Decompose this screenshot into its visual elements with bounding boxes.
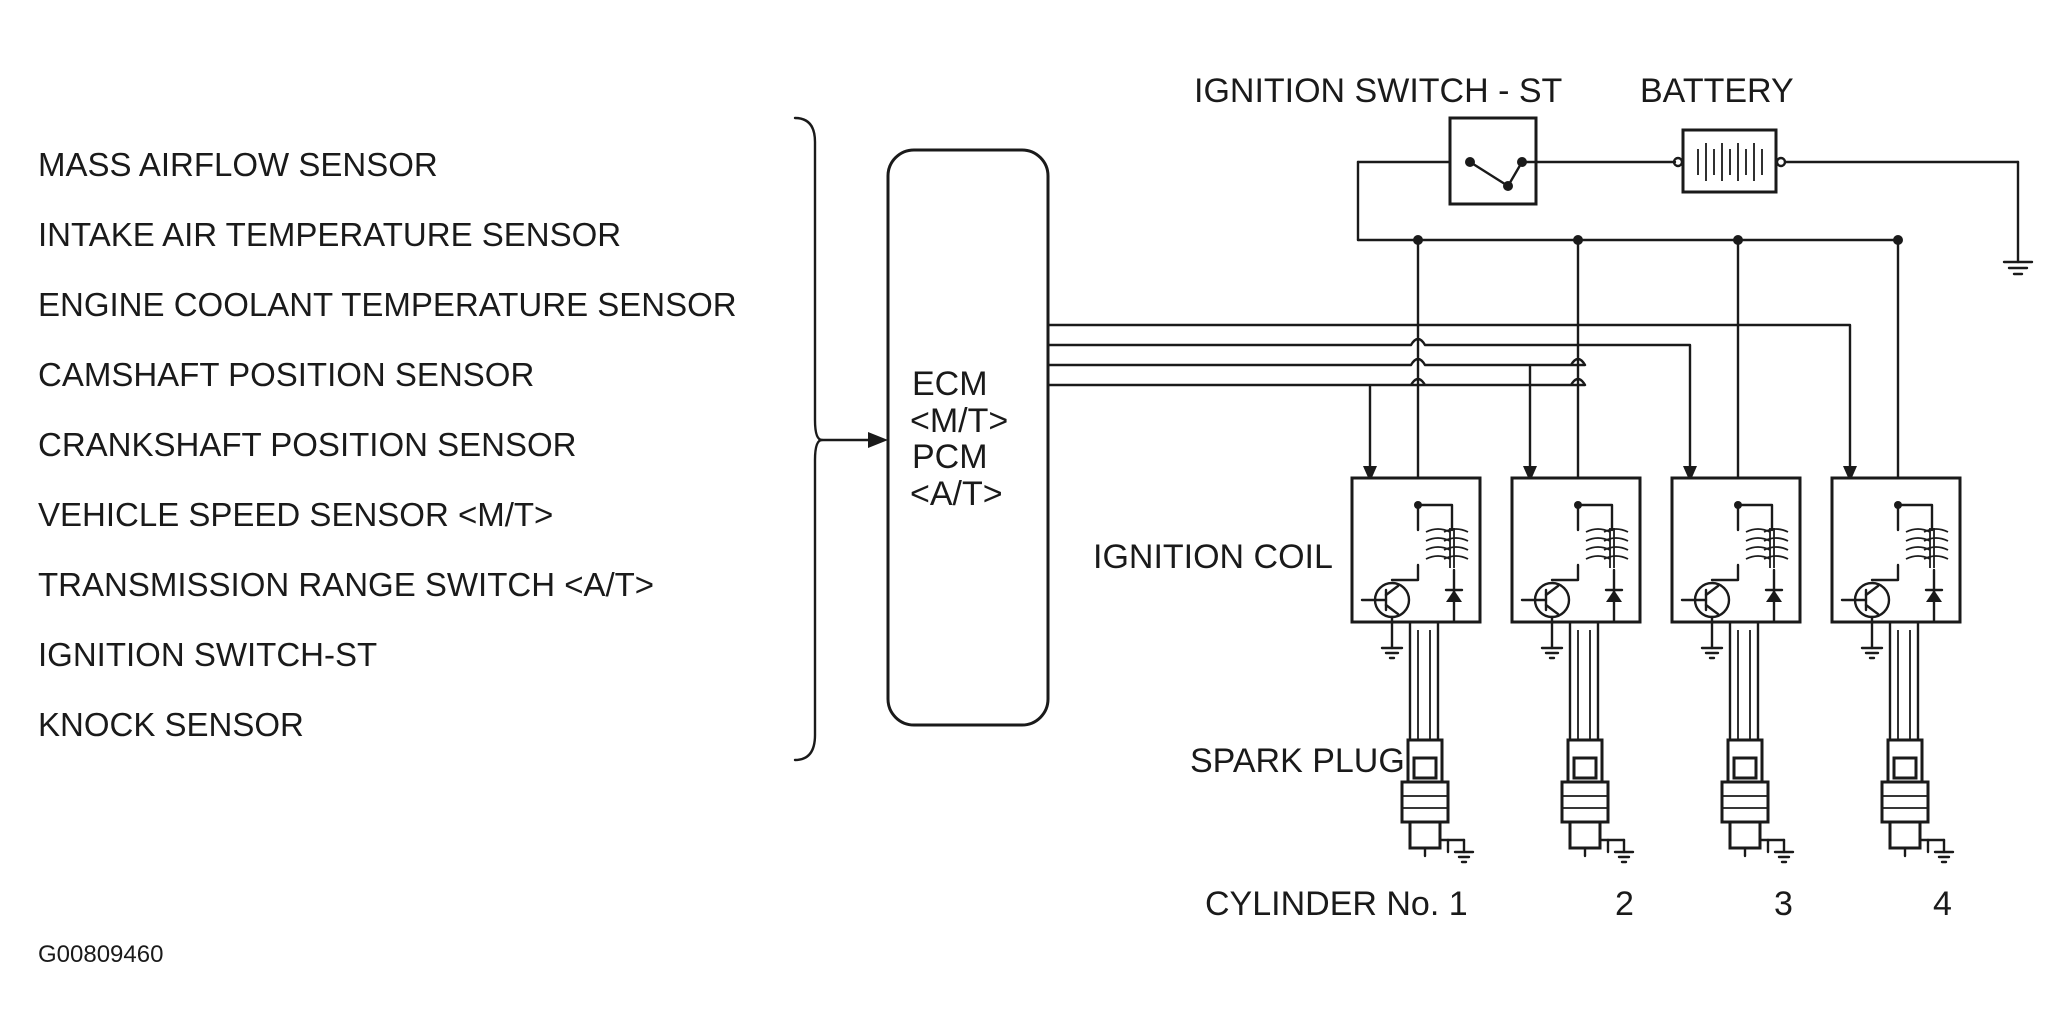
spark-plug-icon xyxy=(1720,738,1795,864)
control-line-cyl1 xyxy=(1046,377,1587,477)
sensor-vehicle-speed: VEHICLE SPEED SENSOR <M/T> xyxy=(38,496,553,533)
cylinder-unit-3 xyxy=(1670,238,1802,864)
control-line-cyl4 xyxy=(1046,323,1852,477)
sensor-mass-airflow: MASS AIRFLOW SENSOR xyxy=(38,146,438,183)
ecm-pcm-box: ECM <M/T> PCM <A/T> xyxy=(886,148,1050,727)
input-brace xyxy=(793,116,888,762)
cylinder-3-label: 3 xyxy=(1774,885,1793,923)
control-arrow-icon xyxy=(1843,466,1857,482)
sensor-ignition-switch-st: IGNITION SWITCH-ST xyxy=(38,636,377,673)
ecm-label: ECM xyxy=(912,365,988,403)
power-circuit xyxy=(1356,116,2034,276)
cylinder-2-label: 2 xyxy=(1615,885,1634,923)
pcm-label: PCM xyxy=(912,438,988,476)
battery-label: BATTERY xyxy=(1640,72,1794,110)
control-arrow-icon xyxy=(1523,466,1537,482)
pcm-at-label: <A/T> xyxy=(910,475,1003,513)
sensor-transmission-range: TRANSMISSION RANGE SWITCH <A/T> xyxy=(38,566,654,603)
cylinder-units xyxy=(1350,238,1962,864)
sensor-engine-coolant-temp: ENGINE COOLANT TEMPERATURE SENSOR xyxy=(38,286,737,323)
cylinder-unit-2 xyxy=(1510,238,1642,864)
control-arrow-icon xyxy=(1683,466,1697,482)
spark-plug-icon xyxy=(1880,738,1955,864)
figure-code: G00809460 xyxy=(38,941,163,968)
spark-plug-icon xyxy=(1560,738,1635,864)
control-lines xyxy=(1046,323,1857,482)
spark-plug-icon xyxy=(1400,738,1475,864)
battery-ground-icon xyxy=(2002,260,2034,276)
control-arrow-icon xyxy=(1363,466,1377,482)
cylinder-unit-4 xyxy=(1830,238,1962,864)
sensor-knock: KNOCK SENSOR xyxy=(38,706,304,743)
ignition-coil-label: IGNITION COIL xyxy=(1093,538,1333,576)
control-line-cyl2 xyxy=(1046,357,1587,477)
arrow-to-ecm-icon xyxy=(868,432,888,448)
cylinder-1-label: CYLINDER No. 1 xyxy=(1205,885,1468,923)
ecm-mt-label: <M/T> xyxy=(910,402,1008,440)
sensor-intake-air-temp: INTAKE AIR TEMPERATURE SENSOR xyxy=(38,216,621,253)
cylinder-unit-1 xyxy=(1350,238,1482,864)
ignition-switch-label: IGNITION SWITCH - ST xyxy=(1194,72,1562,110)
spark-plug-label: SPARK PLUG xyxy=(1190,742,1405,780)
sensor-camshaft-position: CAMSHAFT POSITION SENSOR xyxy=(38,356,534,393)
sensor-crankshaft-position: CRANKSHAFT POSITION SENSOR xyxy=(38,426,576,463)
cylinder-4-label: 4 xyxy=(1933,885,1952,923)
sensor-list: MASS AIRFLOW SENSOR INTAKE AIR TEMPERATU… xyxy=(38,146,737,743)
